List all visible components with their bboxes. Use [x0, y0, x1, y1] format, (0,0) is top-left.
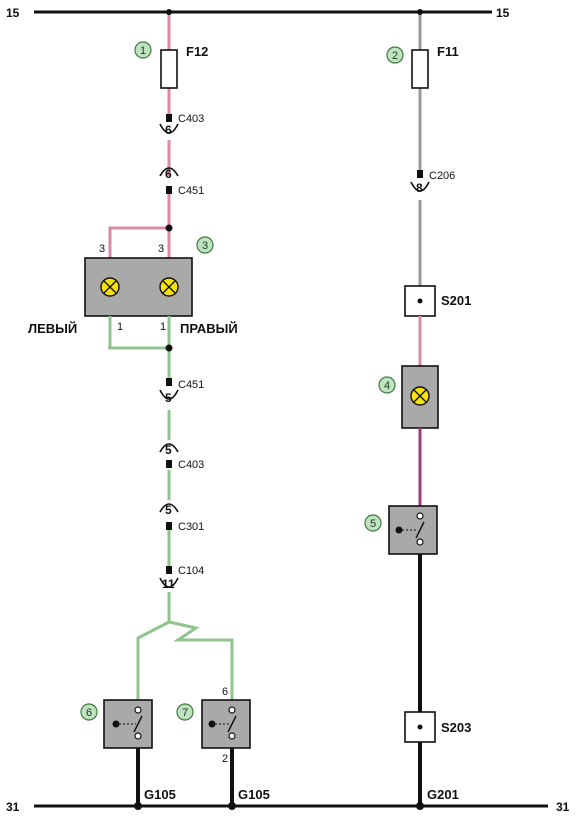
- marker-2: 2: [386, 46, 404, 64]
- svg-text:2: 2: [392, 50, 398, 62]
- connector-c206-socket: [410, 181, 430, 192]
- connector-c451-bottom-number: 5: [165, 391, 172, 405]
- switch-7-pin-bottom: 2: [222, 753, 228, 765]
- switch-6-contacts-icon: [112, 706, 143, 740]
- wire-green-left: [108, 316, 234, 700]
- marker-1: 1: [134, 41, 152, 59]
- splice-s203-label: S203: [441, 720, 471, 735]
- connector-c301-label: C301: [178, 521, 204, 533]
- marker-6: 6: [80, 703, 98, 721]
- rail-15-label-left: 15: [6, 6, 20, 20]
- ground-g105-right-label: G105: [238, 787, 270, 802]
- lamp-right-pin-top: 3: [158, 243, 164, 255]
- junction-node: [165, 224, 173, 232]
- rail-15-junction-left: [166, 9, 172, 15]
- switch-5-contacts-icon: [395, 512, 425, 546]
- lamp-left-pin-bottom: 1: [117, 321, 123, 333]
- connector-c206-number: 8: [416, 181, 423, 195]
- connector-c301-socket: [159, 503, 179, 513]
- svg-text:3: 3: [202, 240, 208, 252]
- connector-c301-number: 5: [165, 503, 172, 517]
- svg-text:5: 5: [370, 518, 376, 530]
- connector-c104-socket: [159, 577, 179, 588]
- connector-c206-label: C206: [429, 170, 455, 182]
- fuse-f11-label: F11: [437, 44, 459, 59]
- connector-c403-top-socket: [159, 123, 179, 134]
- splice-s201-label: S201: [441, 293, 471, 308]
- connector-c451-bottom-socket: [159, 389, 179, 400]
- lamp-left-label: ЛЕВЫЙ: [28, 321, 77, 336]
- ground-node-g201: [416, 802, 424, 810]
- switch-7-contacts-icon: [208, 706, 237, 740]
- connector-c301-pin: [166, 522, 172, 530]
- marker-7: 7: [176, 703, 194, 721]
- splice-s203-dot: [417, 724, 423, 730]
- svg-text:6: 6: [86, 707, 92, 719]
- connector-c104-number: 11: [162, 577, 175, 591]
- marker-5: 5: [364, 514, 382, 532]
- ground-junction-node: [165, 344, 173, 352]
- connector-c403-bottom-number: 5: [165, 443, 172, 457]
- rail-31-label-left: 31: [6, 800, 20, 814]
- connector-c451-top-number: 6: [165, 167, 172, 181]
- connector-c104-label: C104: [178, 565, 204, 577]
- svg-text:1: 1: [140, 45, 146, 57]
- fuse-f12: [160, 49, 178, 89]
- connector-c206-pin: [417, 170, 423, 178]
- marker-4: 4: [378, 376, 396, 394]
- lamp-right-pin-bottom: 1: [160, 321, 166, 333]
- connector-c104-pin: [166, 566, 172, 574]
- connector-c451-top-pin: [166, 186, 172, 194]
- svg-text:4: 4: [384, 380, 390, 392]
- marker-3: 3: [196, 236, 214, 254]
- rail-15-label-right: 15: [496, 6, 510, 20]
- connector-c403-bottom-label: C403: [178, 459, 204, 471]
- connector-c451-top-socket: [159, 167, 179, 177]
- lamp-right-label: ПРАВЫЙ: [180, 321, 238, 336]
- switch-7-pin-top: 6: [222, 686, 228, 698]
- lamp-right-icon: [159, 277, 179, 297]
- svg-text:7: 7: [182, 707, 188, 719]
- splice-s201-dot: [417, 298, 423, 304]
- connector-c403-bottom-pin: [166, 460, 172, 468]
- connector-c451-bottom-pin: [166, 378, 172, 386]
- connector-c403-bottom-socket: [159, 443, 179, 453]
- connector-c403-top-label: C403: [178, 113, 204, 125]
- ground-g105-left-label: G105: [144, 787, 176, 802]
- ground-node-g105-left: [134, 802, 142, 810]
- connector-c451-top-label: C451: [178, 185, 204, 197]
- ground-g201-label: G201: [427, 787, 459, 802]
- rail-15-junction-right: [417, 9, 423, 15]
- connector-c403-top-pin: [166, 114, 172, 122]
- lamp-4-icon: [410, 386, 430, 406]
- connector-c451-bottom-label: C451: [178, 379, 204, 391]
- lamp-left-icon: [100, 277, 120, 297]
- lamp-left-pin-top: 3: [99, 243, 105, 255]
- rail-31-label-right: 31: [556, 800, 570, 814]
- fuse-f12-label: F12: [186, 44, 208, 59]
- fuse-f11: [411, 49, 429, 89]
- ground-node-g105-right: [228, 802, 236, 810]
- connector-c403-top-number: 6: [165, 123, 172, 137]
